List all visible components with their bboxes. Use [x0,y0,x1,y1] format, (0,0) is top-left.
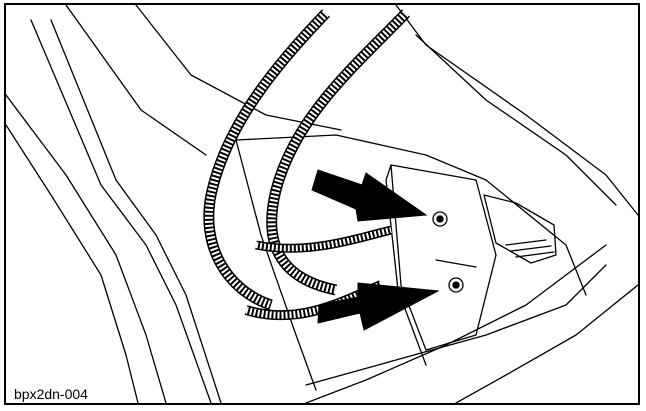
left-pillar [6,94,167,403]
arrow-lower-fastener [317,282,440,331]
bracket-plate [390,164,497,351]
recess-right [485,179,587,296]
recess-left [235,139,317,391]
connector-ribs [505,239,555,258]
wire-harness [203,9,410,321]
console-rim-inner [415,34,617,206]
left-trim-inner [50,19,222,403]
left-trim-outer [30,19,212,403]
console-upper-left [65,5,207,156]
arrow-upper-fastener [311,169,428,222]
callout-arrows [311,169,440,331]
connector-body [483,194,557,264]
left-pillar-edge [6,124,139,403]
diagram-frame: bpx2dn-004 [4,3,640,405]
harness-left-tube [203,9,330,311]
shell-bottom-right [455,284,638,403]
bracket-slot [435,259,477,268]
bracket-edge [385,164,427,366]
console-rim [395,5,638,216]
figure-id-label: bpx2dn-004 [12,385,90,403]
shell-lower-right [305,244,607,403]
fasteners [432,211,464,293]
line-drawing [6,5,638,403]
recess-floor [305,264,607,386]
recess-top [235,134,487,181]
